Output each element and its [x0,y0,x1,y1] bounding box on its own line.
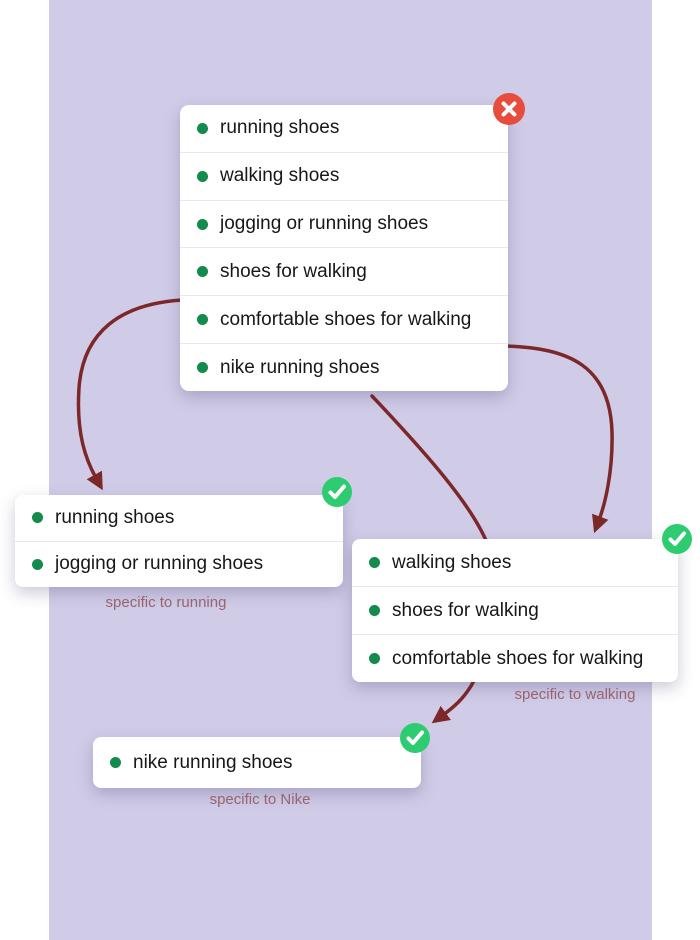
bullet-icon [369,557,380,568]
query-item: running shoes [180,105,508,152]
bullet-icon [197,170,208,182]
arrow-to-running-group [76,298,184,491]
query-text: comfortable shoes for walking [220,308,472,330]
query-item: jogging or running shoes [15,540,343,588]
group-label-walking: specific to walking [514,686,636,703]
nike-group-card: nike running shoes [93,737,421,788]
check-icon [406,730,424,745]
query-item: comfortable shoes for walking [180,295,508,343]
bullet-icon [197,122,208,134]
query-text: shoes for walking [392,599,539,621]
group-label-running: specific to running [105,594,227,611]
query-item: shoes for walking [352,586,678,634]
query-text: nike running shoes [220,356,380,378]
query-text: running shoes [220,117,340,139]
bullet-icon [369,605,380,616]
check-icon [328,484,346,499]
running-group-card: running shoes jogging or running shoes [15,495,343,587]
bullet-icon [197,266,208,278]
accept-badge [322,477,352,507]
query-item: comfortable shoes for walking [352,634,678,682]
query-item: running shoes [15,495,343,541]
walking-group-card: walking shoes shoes for walking comforta… [352,539,678,682]
query-text: jogging or running shoes [55,553,264,575]
bullet-icon [32,512,43,524]
bullet-icon [197,218,208,230]
source-queries-card: running shoes walking shoes jogging or r… [180,105,508,391]
query-item: walking shoes [352,539,678,586]
reject-badge [493,93,525,125]
query-text: walking shoes [220,165,340,187]
bullet-icon [110,757,121,768]
arrow-to-walking-group [504,344,614,534]
query-item: nike running shoes [93,737,421,788]
bullet-icon [32,558,43,570]
group-label-nike: specific to Nike [209,791,311,808]
query-text: walking shoes [392,551,512,573]
query-item: nike running shoes [180,343,508,391]
check-icon [668,531,686,546]
accept-badge [400,723,430,753]
query-text: shoes for walking [220,260,367,282]
query-text: running shoes [55,506,175,528]
bullet-icon [197,314,208,326]
query-item: walking shoes [180,151,508,200]
bullet-icon [369,653,380,664]
query-text: nike running shoes [133,751,293,773]
x-icon [501,101,517,117]
query-item: jogging or running shoes [180,199,508,248]
query-text: jogging or running shoes [220,213,429,235]
query-text: comfortable shoes for walking [392,647,644,669]
bullet-icon [197,362,208,374]
query-item: shoes for walking [180,247,508,295]
accept-badge [662,524,692,554]
